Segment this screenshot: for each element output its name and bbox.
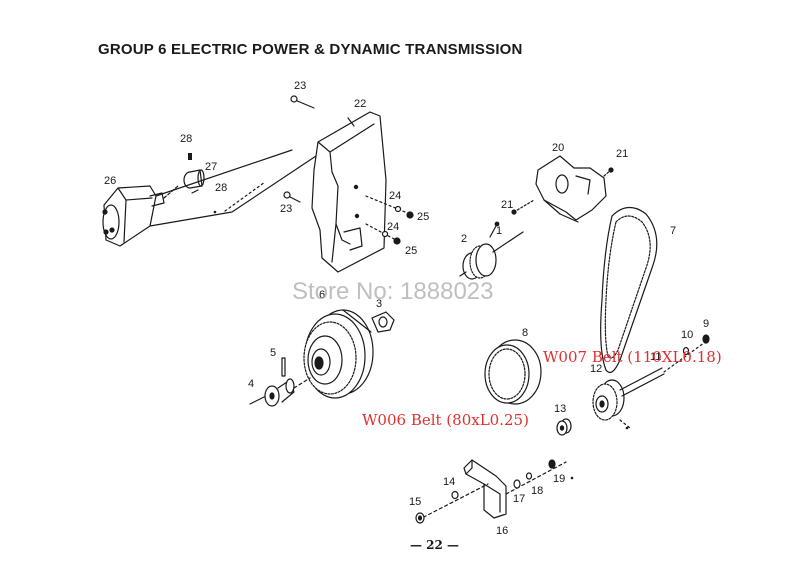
belt-8-part	[484, 339, 542, 405]
part-label-3: 3	[376, 298, 382, 310]
part-label-21-top: 21	[616, 148, 628, 160]
part-label-6: 6	[319, 289, 325, 301]
part-label-25-top: 25	[417, 211, 429, 223]
store-watermark: Store No: 1888023	[292, 278, 494, 305]
large-pulley-6-part	[303, 309, 374, 399]
part-label-2: 2	[461, 233, 467, 245]
washers-24-25	[365, 195, 414, 245]
part-label-23-side: 23	[280, 203, 292, 215]
part-label-26: 26	[104, 175, 116, 187]
part-label-27: 27	[205, 161, 217, 173]
long-belt-7-part	[600, 206, 658, 373]
part-label-24-top: 24	[389, 190, 401, 202]
part-label-28-top: 28	[180, 133, 192, 145]
part-label-12: 12	[590, 363, 602, 375]
part-label-7: 7	[670, 225, 676, 237]
diagram-title: GROUP 6 ELECTRIC POWER & DYNAMIC TRANSMI…	[98, 41, 523, 58]
part-label-15: 15	[409, 496, 421, 508]
part-label-17: 17	[513, 493, 525, 505]
part-label-10: 10	[681, 329, 693, 341]
part-label-20: 20	[552, 142, 564, 154]
key-5-part	[281, 357, 286, 377]
pulley-12-part	[592, 334, 710, 429]
motor-part	[102, 185, 179, 247]
part-label-8: 8	[522, 327, 528, 339]
part-label-25-bottom: 25	[405, 245, 417, 257]
screw-23-side	[283, 191, 301, 203]
part-label-4: 4	[248, 378, 254, 390]
hub-4-part	[249, 378, 295, 407]
part-label-19: 19	[553, 473, 565, 485]
page-number: — 22 —	[410, 538, 460, 552]
belt-note-w007: W007 Belt (110XL0.18)	[543, 348, 722, 366]
part-label-14: 14	[443, 476, 455, 488]
small-pulley-13-part	[556, 418, 572, 436]
belt-guard-part	[311, 111, 387, 273]
part-label-22: 22	[354, 98, 366, 110]
part-label-28-bottom: 28	[215, 182, 227, 194]
washer-3-part	[371, 311, 395, 333]
part-label-18: 18	[531, 485, 543, 497]
belt-note-w006: W006 Belt (80xL0.25)	[362, 411, 529, 429]
bracket-16-part	[415, 459, 567, 524]
part-label-21-side: 21	[501, 199, 513, 211]
motor-pulley-part	[183, 153, 205, 194]
part-label-11: 11	[650, 351, 661, 363]
part-label-9: 9	[703, 318, 709, 330]
part-label-13: 13	[554, 403, 566, 415]
bracket-20-part	[511, 155, 614, 223]
part-label-23-top: 23	[294, 80, 306, 92]
screw-23-top	[290, 95, 315, 109]
gear-pulley-2-part	[459, 221, 524, 280]
part-label-16: 16	[496, 525, 508, 537]
part-label-1: 1	[496, 225, 502, 237]
part-label-5: 5	[270, 347, 276, 359]
part-label-24-bottom: 24	[387, 221, 399, 233]
